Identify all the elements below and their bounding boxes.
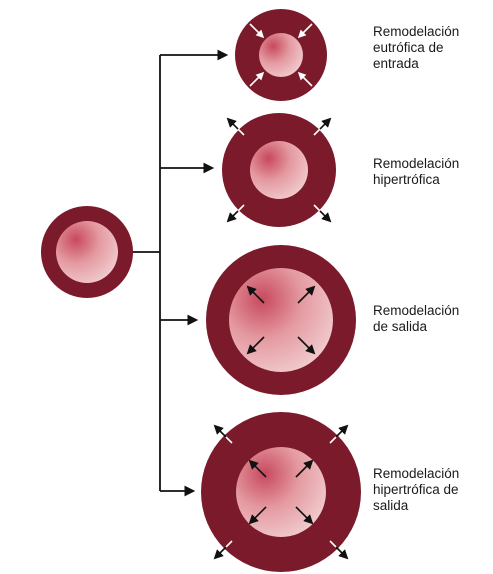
- wall-tick: [329, 436, 337, 444]
- inward-arrow: [249, 71, 265, 87]
- inward-arrows: [249, 23, 313, 87]
- vessel-eutrophic-inward: [235, 9, 327, 101]
- label-hypertrophic-outward-remodeling: Remodelación hipertrófica de salida: [373, 466, 460, 513]
- wall-tick: [313, 204, 321, 212]
- wall-ticks: [237, 128, 321, 212]
- label-outward-remodeling: Remodelación de salida: [373, 303, 460, 334]
- inward-arrow: [297, 23, 313, 39]
- vessel-lumen: [250, 141, 308, 199]
- lumen-arrow: [248, 459, 267, 478]
- vessel-outward: [206, 245, 356, 395]
- outward-arrow: [333, 424, 349, 440]
- lumen-arrow: [248, 506, 267, 525]
- wall-tick: [225, 436, 233, 444]
- lumen-arrow: [246, 336, 265, 355]
- inward-arrow: [297, 71, 313, 87]
- wall-tick: [313, 128, 321, 136]
- outward-wall-arrows: [213, 424, 349, 560]
- wall-tick: [225, 540, 233, 548]
- vessel-hypertrophic: [222, 113, 336, 227]
- wall-ticks: [225, 436, 337, 548]
- lumen-arrows: [246, 285, 316, 355]
- vessel-hypertrophic-outward: [201, 412, 361, 572]
- lumen-arrow: [246, 285, 265, 304]
- lumen-arrow: [295, 459, 314, 478]
- inward-arrow: [249, 23, 265, 39]
- outward-arrow: [333, 544, 349, 560]
- vessel-lumen: [229, 268, 333, 372]
- outward-arrow: [213, 424, 229, 440]
- vessel-original: [41, 206, 133, 298]
- connector-lines: [130, 49, 229, 497]
- vessel-lumen: [236, 447, 326, 537]
- vessel-lumen: [56, 221, 118, 283]
- lumen-arrow: [295, 506, 314, 525]
- lumen-arrow: [297, 285, 316, 304]
- outward-arrow: [213, 544, 229, 560]
- wall-tick: [237, 204, 245, 212]
- wall-tick: [329, 540, 337, 548]
- lumen-arrows: [248, 459, 314, 525]
- label-eutrophic-inward-remodeling: Remodelación eutrófica de entrada: [373, 24, 460, 71]
- lumen-arrow: [297, 336, 316, 355]
- label-hypertrophic-remodeling: Remodelación hipertrófica: [373, 156, 460, 187]
- wall-tick: [237, 128, 245, 136]
- vessel-lumen: [259, 33, 303, 77]
